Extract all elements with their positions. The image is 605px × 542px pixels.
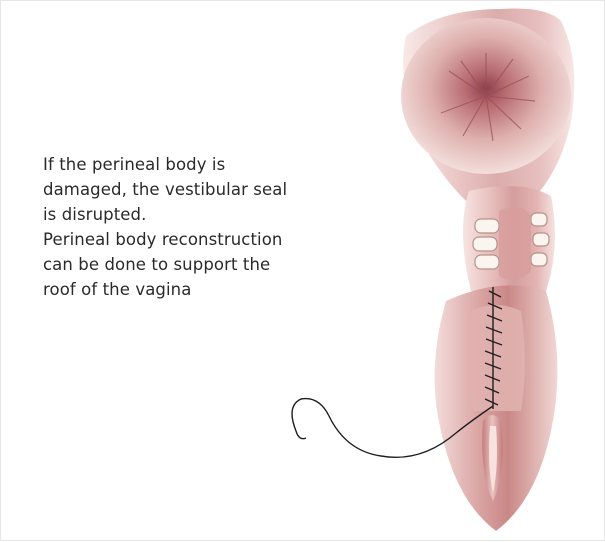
perineal-anatomy-illustration [1, 1, 605, 542]
figure-frame: If the perineal body is damaged, the ves… [0, 0, 605, 541]
